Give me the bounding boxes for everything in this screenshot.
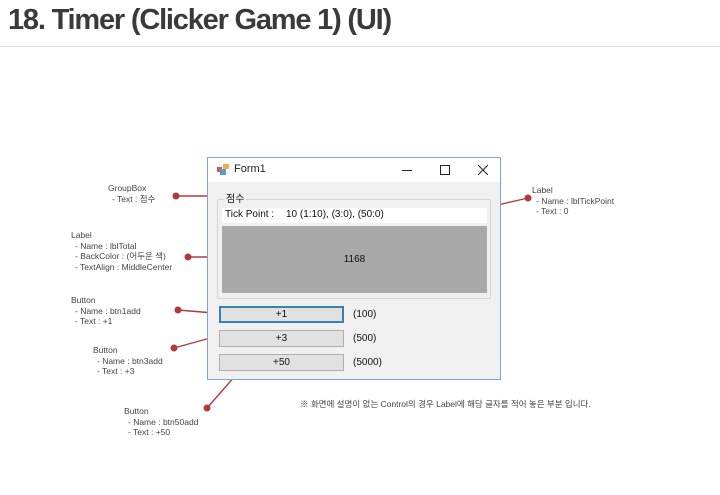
callout-line: - Text : 점수 [112,193,156,204]
footnote: ※ 화면에 설명이 없는 Control의 경우 Label에 해당 글자를 적… [300,399,591,409]
marker-btn3 [170,344,178,352]
add-50-button[interactable]: +50 [219,354,344,371]
total-label: 1168 [222,226,487,293]
window-title: Form1 [234,163,266,175]
tick-point-label: 10 (1:10), (3:0), (50:0) [286,209,384,220]
window-titlebar[interactable]: Form1 [208,158,500,182]
callout-btn50: Button - Name : btn50add - Text : +50 [124,406,198,438]
form-app-icon [217,164,229,175]
tick-point-row: Tick Point : 10 (1:10), (3:0), (50:0) [222,208,487,223]
callout-label-tick: Label - Name : lblTickPoint - Text : 0 [532,185,614,217]
callout-type: Button [71,295,96,305]
callout-line: - BackColor : (어두운 색) [75,251,166,261]
callout-line: - Text : +50 [128,427,171,437]
callout-type: Label [532,185,553,195]
add-3-button[interactable]: +3 [219,330,344,347]
callout-groupbox: GroupBox - Text : 점수 [108,183,155,204]
maximize-button[interactable] [426,158,464,182]
close-button[interactable] [464,158,502,182]
callout-type: GroupBox [108,183,147,193]
close-icon [478,165,488,175]
marker-label-tick [524,194,532,202]
score-groupbox [217,199,491,299]
callout-line: - Name : btn3add [97,355,163,366]
callout-btn3: Button - Name : btn3add - Text : +3 [93,345,163,377]
slide-title: 18. Timer (Clicker Game 1) (UI) [8,4,392,36]
cost-label-50: (5000) [353,357,382,368]
cost-label-3: (500) [353,333,377,344]
callout-btn1: Button - Name : btn1add - Text : +1 [71,295,141,327]
title-divider [0,46,720,47]
callout-type: Button [93,345,118,355]
callout-line: - Text : +1 [75,316,113,326]
leader-btn50 [206,374,237,409]
callout-type: Button [124,406,149,416]
callout-line: - Text : +3 [97,366,135,376]
maximize-icon [440,165,450,175]
callout-line: - TextAlign : MiddleCenter [75,261,173,272]
callout-label-total: Label - Name : lblTotal - BackColor : (어… [71,230,172,272]
callout-line: - Name : btn50add [128,416,199,427]
callout-line: - Name : lblTotal [75,240,137,251]
cost-label-1: (100) [353,309,377,320]
minimize-button[interactable] [388,158,426,182]
callout-line: - Name : btn1add [75,305,141,316]
marker-btn1 [174,306,182,314]
minimize-icon [402,170,412,171]
callout-line: - Name : lblTickPoint [536,195,615,206]
callout-line: - Text : 0 [536,206,569,216]
marker-groupbox [172,192,180,200]
marker-label-total [184,253,192,261]
marker-btn50 [203,404,211,412]
callout-type: Label [71,230,92,240]
add-1-button[interactable]: +1 [219,306,344,323]
form-window: Form1 점수 Tick Point : 10 (1:10), (3:0), … [207,157,501,380]
tick-point-caption: Tick Point : [225,209,275,220]
groupbox-caption: 점수 [224,190,247,205]
